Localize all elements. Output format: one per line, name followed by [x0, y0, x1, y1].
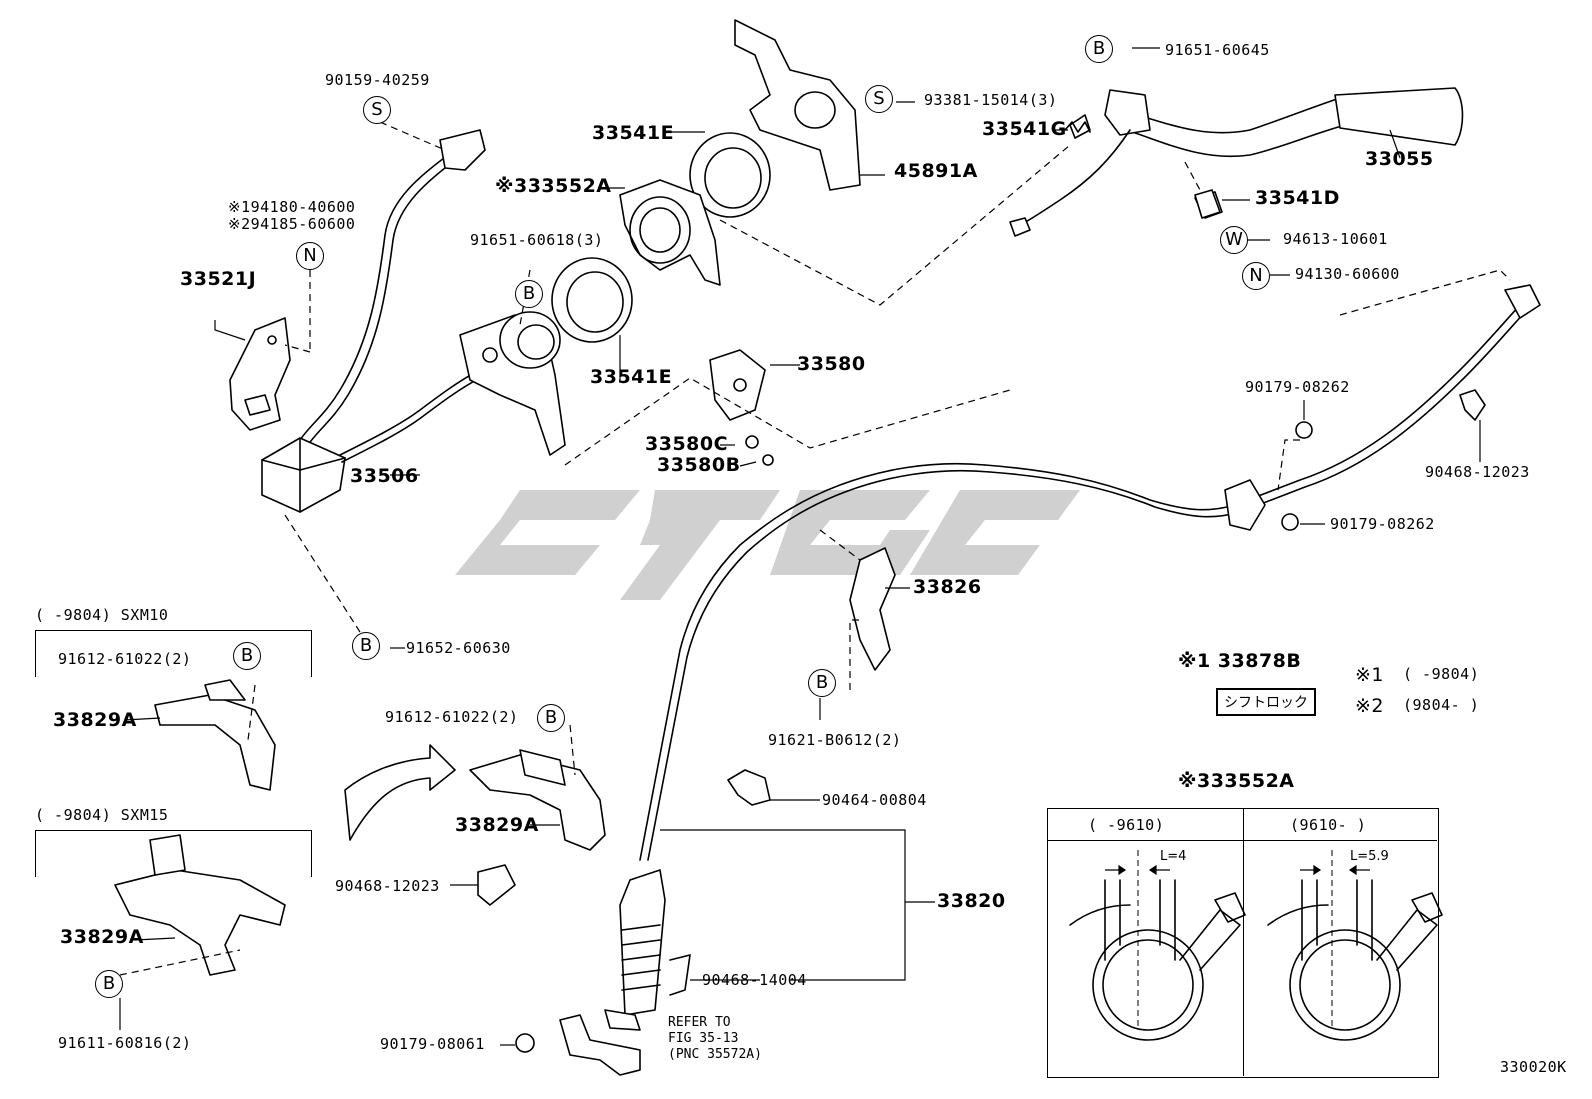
- label-91651-60645: 91651-60645: [1165, 41, 1270, 59]
- detail-title-33552A: ※333552A: [1178, 770, 1295, 792]
- label-pnc-35572A: (PNC 35572A): [668, 1047, 762, 1062]
- note-1-mark: ※1: [1355, 664, 1385, 686]
- label-33580B: 33580B: [657, 454, 741, 476]
- label-33878B: ※1 33878B: [1178, 650, 1302, 672]
- label-33552A: ※333552A: [495, 175, 612, 197]
- shift-arm-end: [559, 1014, 641, 1076]
- label-33829A-a: 33829A: [53, 709, 137, 731]
- label-91652-60630: 91652-60630: [406, 639, 511, 657]
- label-94180-40600: ※194180-40600: [228, 198, 356, 216]
- label-90468-12023-right: 90468-12023: [1425, 463, 1530, 481]
- label-91611-60816: 91611-60816(2): [58, 1034, 192, 1052]
- label-91612-61022-b: 91612-61022(2): [385, 708, 519, 726]
- cable-33506-upper: [299, 149, 456, 441]
- symbol-b-91651-618: B: [515, 280, 543, 308]
- label-90464-00804: 90464-00804: [822, 791, 927, 809]
- note-2-range: (9804- ): [1403, 696, 1480, 714]
- symbol-n-94180: N: [296, 242, 324, 270]
- label-33541D: 33541D: [1255, 187, 1340, 209]
- detail-header-line: [1047, 840, 1437, 841]
- label-33541E-top: 33541E: [592, 122, 675, 144]
- label-33829A-c: 33829A: [455, 814, 539, 836]
- label-94130-60600: 94130-60600: [1295, 265, 1400, 283]
- label-33826: 33826: [913, 576, 982, 598]
- label-90179-08262-top: 90179-08262: [1245, 378, 1350, 396]
- note-2-mark: ※2: [1355, 695, 1385, 717]
- symbol-s-90159: S: [363, 96, 391, 124]
- label-33829A-b: 33829A: [60, 926, 144, 948]
- direction-arrow: [344, 744, 456, 841]
- label-90468-12023: 90468-12023: [335, 877, 440, 895]
- detail-left-drawing: [1069, 879, 1246, 1041]
- detail-right-range: (9610- ): [1290, 816, 1367, 834]
- label-fig-35-13: FIG 35-13: [668, 1031, 739, 1046]
- label-33055: 33055: [1365, 148, 1434, 170]
- sxm15-box: [35, 830, 312, 877]
- label-90179-08262-mid: 90179-08262: [1330, 515, 1435, 533]
- symbol-b-91652: B: [352, 632, 380, 660]
- detail-divider: [1243, 808, 1244, 1076]
- symbol-b-91611: B: [95, 970, 123, 998]
- label-33541G: 33541G: [982, 118, 1067, 140]
- figure-code: 330020K: [1500, 1058, 1567, 1076]
- connector-box-33506: [261, 437, 346, 513]
- bracket-33826: [849, 547, 896, 671]
- label-33521J: 33521J: [180, 268, 257, 290]
- symbol-w-94613: W: [1220, 226, 1248, 254]
- label-90179-08061: 90179-08061: [380, 1035, 485, 1053]
- label-90159-40259: 90159-40259: [325, 71, 430, 89]
- label-sxm15: ( -9804) SXM15: [35, 806, 169, 824]
- watermark-logo: [455, 490, 1080, 600]
- label-refer-to: REFER TO: [668, 1015, 731, 1030]
- detail-right-drawing: [1267, 879, 1443, 1041]
- bracket-33829A-sxm15: [114, 869, 286, 976]
- symbol-b-91612-a: B: [233, 642, 261, 670]
- label-45891A: 45891A: [894, 160, 978, 182]
- clip-90468-12023: [477, 864, 516, 906]
- label-93381-15014: 93381-15014(3): [924, 91, 1058, 109]
- symbol-b-91612-b: B: [537, 704, 565, 732]
- shift-lever-33055: [1119, 97, 1346, 158]
- detail-left-dimension: L=4: [1160, 849, 1187, 864]
- label-91651-60618: 91651-60618(3): [470, 231, 604, 249]
- label-33580: 33580: [797, 353, 866, 375]
- sxm10-box: [35, 630, 312, 677]
- detail-left-range: ( -9610): [1088, 816, 1165, 834]
- label-90468-14004: 90468-14004: [702, 971, 807, 989]
- label-33506: 33506: [350, 465, 419, 487]
- bracket-33829A-sxm10: [154, 694, 276, 791]
- label-33820: 33820: [937, 890, 1006, 912]
- label-33541E-bottom: 33541E: [590, 366, 673, 388]
- symbol-n-94130: N: [1242, 262, 1270, 290]
- shift-cable-33820: [984, 299, 1526, 511]
- label-33580C: 33580C: [645, 433, 729, 455]
- shift-knob: [1334, 87, 1464, 146]
- label-91621-B0612: 91621-B0612(2): [768, 731, 902, 749]
- symbol-b-91621: B: [808, 669, 836, 697]
- shift-lock-tag: シフトロック: [1216, 688, 1316, 716]
- label-94613-10601: 94613-10601: [1283, 230, 1388, 248]
- note-1-range: ( -9804): [1403, 665, 1480, 683]
- clip-90464: [727, 769, 771, 806]
- symbol-b-91651-645: B: [1085, 35, 1113, 63]
- label-94185-60600: ※294185-60600: [228, 215, 356, 233]
- detent-33580: [709, 349, 766, 421]
- label-sxm10: ( -9804) SXM10: [35, 606, 169, 624]
- detail-right-dimension: L=5.9: [1350, 849, 1389, 864]
- symbol-s-93381: S: [865, 85, 893, 113]
- bracket-45891A: [734, 19, 861, 191]
- ring-33541E-bottom: [551, 257, 633, 343]
- label-91612-61022-a: 91612-61022(2): [58, 650, 192, 668]
